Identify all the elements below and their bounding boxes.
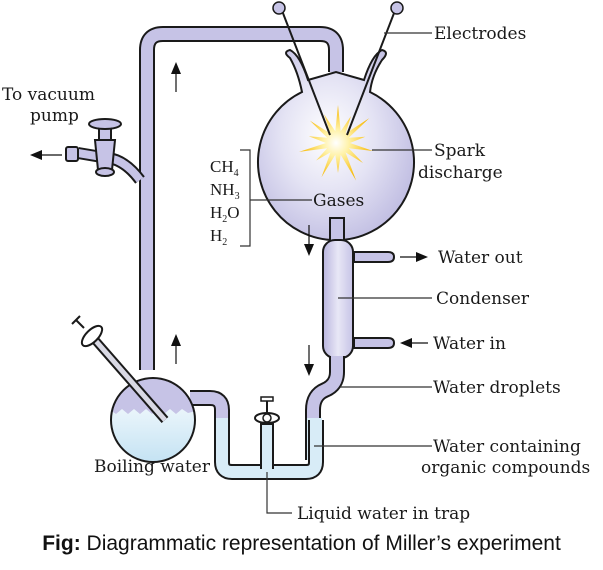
gas-formula: H2O: [210, 203, 240, 225]
label-liquid-trap: Liquid water in trap: [297, 504, 470, 524]
vacuum-stopcock: [65, 118, 145, 184]
label-vacuum-line2: pump: [30, 106, 79, 126]
gas-formula: H2: [210, 226, 227, 248]
caption-prefix: Fig:: [42, 532, 81, 555]
gases-list: CH4 NH3 H2O H2: [210, 157, 240, 248]
label-condenser: Condenser: [436, 289, 530, 309]
label-organic-line1: Water containing: [433, 437, 581, 457]
flow-arrow-down-bottom: [304, 345, 314, 376]
label-water-out: Water out: [438, 248, 523, 268]
flow-arrow-up-top: [171, 62, 181, 92]
label-water-in: Water in: [433, 334, 506, 354]
label-gases: Gases: [313, 191, 364, 211]
caption-text: Diagrammatic representation of Miller’s …: [80, 532, 561, 555]
label-water-droplets: Water droplets: [433, 378, 561, 398]
u-trap: [190, 390, 324, 480]
gas-formula: CH4: [210, 157, 239, 179]
condenser: [322, 239, 396, 359]
heating-electrode: [71, 315, 169, 423]
label-spark-line1: Spark: [434, 141, 486, 161]
label-spark-line2: discharge: [418, 163, 503, 183]
flow-arrow-up-bottom: [171, 334, 181, 364]
leader-gases-bracket: [240, 149, 312, 247]
water-out-arrow: [400, 252, 428, 262]
gas-formula: NH3: [210, 180, 240, 202]
label-vacuum-line1: To vacuum: [2, 85, 95, 105]
electrodes: [272, 1, 404, 136]
leader-trap: [266, 472, 292, 514]
label-boiling-water: Boiling water: [94, 457, 211, 477]
label-electrodes: Electrodes: [434, 24, 526, 44]
glass-tubing-loop: [139, 26, 344, 370]
spark-discharge-icon: [299, 105, 374, 181]
figure-caption: Fig: Diagrammatic representation of Mill…: [0, 532, 603, 556]
label-organic-line2: organic compounds: [421, 458, 590, 478]
water-in-arrow: [400, 338, 428, 348]
flow-arrow-down-top: [304, 225, 314, 256]
vacuum-arrow: [30, 150, 62, 160]
